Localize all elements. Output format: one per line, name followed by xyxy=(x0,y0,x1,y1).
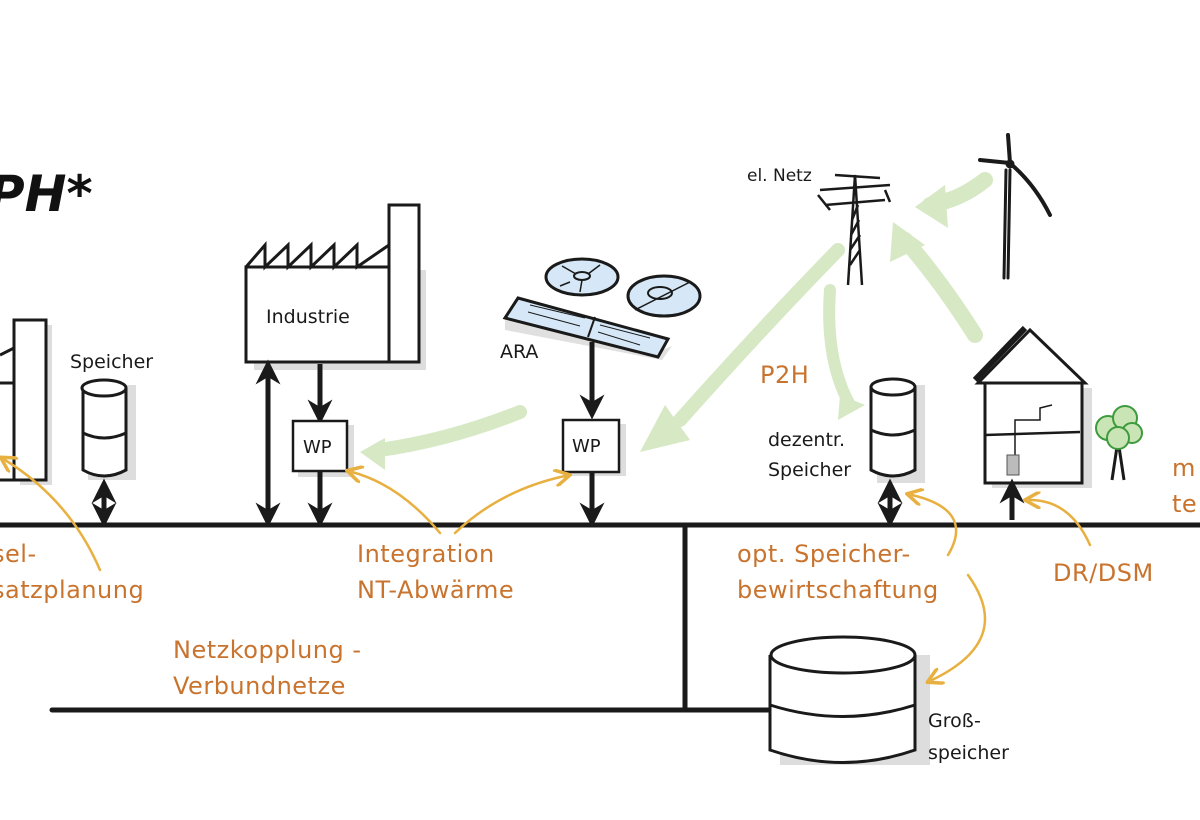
wp-industrie-box xyxy=(291,419,354,528)
left-plant-building xyxy=(0,318,52,485)
flow-arrow-ara-to-wp-industrie xyxy=(373,405,527,457)
annotation-integration-nt-abwaerme: Integration NT-Abwärme xyxy=(357,540,515,604)
gross-speicher-cylinder xyxy=(768,635,930,765)
label-wp-industrie: WP xyxy=(303,437,332,458)
annotation-netzkopplung: Netzkopplung - Verbundnetze xyxy=(173,636,362,700)
ara-plant xyxy=(502,257,702,420)
label-wp-ara: WP xyxy=(572,436,601,457)
annotation-dr-dsm: DR/DSM xyxy=(1053,559,1154,587)
arrow-einsatzplanung xyxy=(5,460,102,572)
annotation-right-cut: m te xyxy=(1172,454,1198,518)
dezentr-speicher-cylinder xyxy=(869,377,925,528)
label-industrie: Industrie xyxy=(266,306,350,328)
label-el-netz: el. Netz xyxy=(747,166,812,186)
arrow-integration-to-wp-ara xyxy=(453,476,565,535)
wp-ara-box xyxy=(561,418,626,528)
diagram-title: PH* xyxy=(0,165,93,223)
flow-arrow-grid-to-wp-ara xyxy=(673,243,845,427)
arrow-opt-speicher-down xyxy=(932,573,987,680)
label-gross-speicher: Groß- speicher xyxy=(928,710,1009,764)
arrow-dr-dsm xyxy=(1030,500,1092,547)
flow-arrow-grid-to-dezentr-speicher xyxy=(823,284,856,411)
arrow-opt-speicher-up xyxy=(912,495,958,557)
industrie-building xyxy=(244,203,426,528)
flow-arrows xyxy=(360,172,993,470)
speicher-cylinder xyxy=(80,378,136,528)
annotation-einsatzplanung: sel- satzplanung xyxy=(0,540,145,604)
flow-arrow-house-to-grid xyxy=(897,232,983,343)
arrow-integration-to-wp-industrie xyxy=(352,472,442,535)
wind-turbine-icon xyxy=(978,133,1052,280)
label-dezentr-speicher: dezentr. Speicher xyxy=(768,429,852,481)
house-icon xyxy=(972,325,1092,520)
power-pylon-icon xyxy=(817,173,892,286)
label-ara: ARA xyxy=(500,341,539,363)
label-speicher: Speicher xyxy=(70,351,154,373)
annotation-p2h: P2H xyxy=(760,361,810,389)
tree-icon xyxy=(1095,405,1143,481)
annotation-arrows xyxy=(5,460,1092,680)
annotation-opt-speicherbewirtschaftung: opt. Speicher- bewirtschaftung xyxy=(737,540,939,604)
